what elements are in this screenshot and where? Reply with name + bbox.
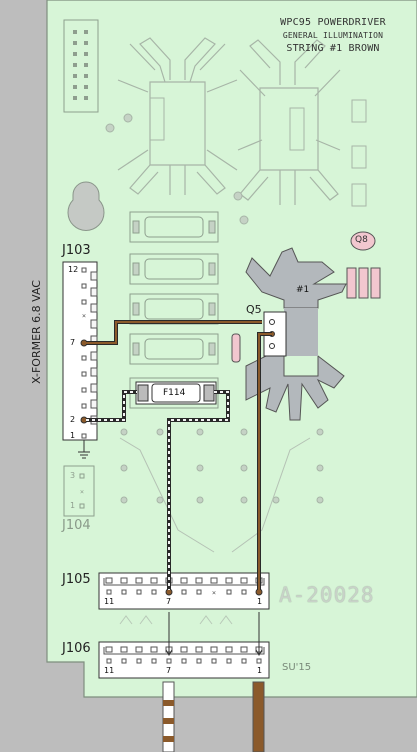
svg-text:×: × bbox=[212, 589, 216, 597]
mounting-keyhole bbox=[67, 181, 105, 231]
j103-label: J103 bbox=[62, 243, 91, 258]
board-title-line3: STRING #1 BROWN bbox=[286, 43, 380, 54]
q8-label: Q8 bbox=[355, 235, 368, 245]
via-dots bbox=[105, 113, 324, 504]
heatsink-right-outline bbox=[237, 39, 341, 205]
wire-pin2-to-fuse bbox=[86, 390, 137, 422]
external-wire-brown[interactable] bbox=[252, 681, 265, 752]
heatsink-mark: #1 bbox=[296, 285, 310, 295]
resistor-r bbox=[231, 333, 241, 363]
signature: SU'15 bbox=[282, 662, 312, 673]
j106-pin-11: 11 bbox=[104, 666, 115, 675]
header-block bbox=[63, 19, 99, 113]
j104-pin-3: 3 bbox=[70, 471, 76, 480]
j106-pin-7: 7 bbox=[166, 666, 172, 675]
connector-j104[interactable]: × bbox=[63, 465, 95, 517]
j104-pin-1: 1 bbox=[70, 501, 76, 510]
faint-traces bbox=[119, 437, 311, 553]
j105-pin-7: 7 bbox=[166, 597, 172, 606]
j103-pin-1: 1 bbox=[70, 431, 76, 440]
wire-q5-to-j105 bbox=[257, 332, 272, 590]
connector-j103[interactable]: × bbox=[62, 261, 98, 459]
q5-label: Q5 bbox=[246, 303, 262, 316]
j106-label: J106 bbox=[62, 641, 91, 656]
svg-text:×: × bbox=[80, 488, 84, 496]
j105-label: J105 bbox=[62, 572, 91, 587]
j105-pin-1: 1 bbox=[257, 597, 263, 606]
wire-pin7-to-q5 bbox=[86, 320, 262, 345]
jumper-links bbox=[165, 612, 263, 656]
j104-label: J104 bbox=[62, 518, 91, 533]
side-label: X-FORMER 6.8 VAC bbox=[30, 280, 43, 384]
j103-pin-7: 7 bbox=[70, 338, 76, 347]
fuse-f114-label: F114 bbox=[163, 388, 186, 398]
heatsink-q5[interactable] bbox=[245, 247, 347, 421]
board-title-line2: GENERAL ILLUMINATION bbox=[282, 31, 384, 40]
svg-text:×: × bbox=[82, 312, 86, 320]
j103-pin-12: 12 bbox=[68, 265, 79, 274]
external-wire-white-brown[interactable] bbox=[162, 681, 175, 752]
board-title-line1: WPC95 POWERDRIVER bbox=[280, 17, 386, 28]
j105-pin-11: 11 bbox=[104, 597, 115, 606]
transistor-pads bbox=[149, 97, 367, 207]
j106-pin-1: 1 bbox=[257, 666, 263, 675]
fuse-holders bbox=[129, 211, 219, 409]
ghost-pins bbox=[119, 615, 233, 625]
transistor-q8[interactable] bbox=[346, 231, 381, 299]
wire-fuse-to-j105 bbox=[167, 390, 230, 590]
connector-j105[interactable]: × bbox=[98, 572, 270, 610]
part-number: A-20028 bbox=[279, 583, 375, 607]
connector-j106[interactable] bbox=[98, 641, 270, 679]
j103-pin-2: 2 bbox=[70, 415, 76, 424]
